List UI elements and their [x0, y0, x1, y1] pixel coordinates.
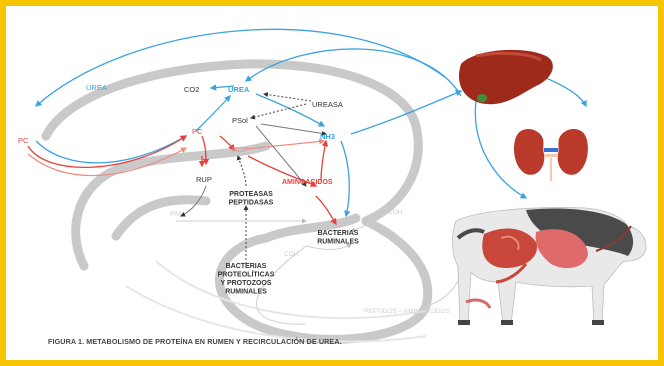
label-urea-left: UREA	[86, 83, 107, 92]
caption-prefix: FIGURA 1.	[48, 337, 84, 346]
label-peptidos: PEPTIDOS – AMINOÁCIDOS	[364, 306, 451, 315]
label-co2: CO2	[184, 85, 199, 94]
label-nh3: NH3	[320, 132, 335, 141]
label-aminoacidos: AMINOÁCIDOS	[282, 177, 333, 186]
figure-frame: UREA PC CO2 UREA UREASA PSol PC NH3 RDP …	[6, 6, 658, 360]
label-rup: RUP	[196, 175, 212, 184]
cow-icon	[452, 208, 646, 325]
kidneys-icon	[514, 129, 588, 181]
label-pc-left: PC	[18, 136, 29, 145]
label-pm: PM	[170, 209, 181, 218]
label-psol: PSol	[232, 116, 248, 125]
liver-icon	[459, 50, 553, 104]
label-ureasa: UREASA	[312, 100, 343, 109]
label-urea-center: UREA	[228, 85, 250, 94]
label-pc-center: PC	[192, 127, 203, 136]
label-coh-top: COH	[388, 209, 403, 216]
label-rdp: RDP	[232, 145, 248, 154]
diagram-canvas: UREA PC CO2 UREA UREASA PSol PC NH3 RDP …	[6, 6, 658, 360]
label-coh-bottom: COH	[284, 251, 299, 258]
figure-caption: FIGURA 1. METABOLISMO DE PROTEÍNA EN RUM…	[48, 337, 342, 346]
caption-text: METABOLISMO DE PROTEÍNA EN RUMEN Y RECIR…	[86, 337, 341, 346]
